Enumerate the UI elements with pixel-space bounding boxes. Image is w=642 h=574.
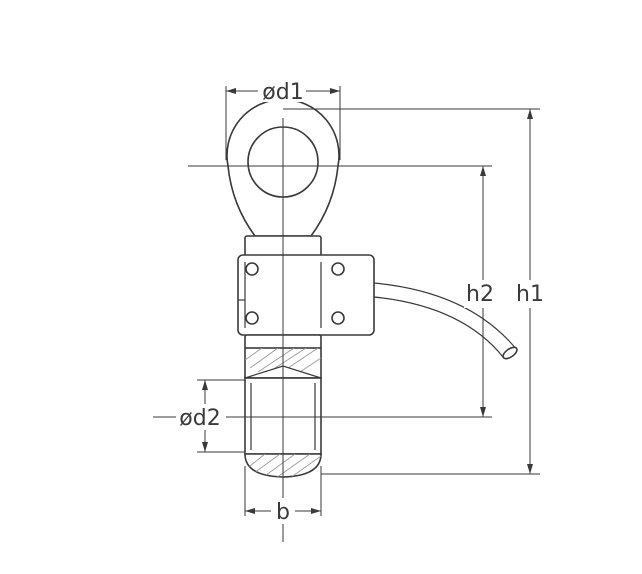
label-d1: ød1 <box>262 80 303 105</box>
label-d2: ød2 <box>179 406 220 431</box>
label-h2: h2 <box>466 282 494 307</box>
dimension-h2: h2 <box>188 165 500 418</box>
screw-bottom-left <box>245 311 259 325</box>
sensor-body <box>237 254 375 336</box>
screw-top-right <box>331 262 345 276</box>
dimension-d2: ød2 <box>153 379 321 453</box>
dimension-h1: h1 <box>283 108 546 475</box>
screw-bottom-right <box>331 311 345 325</box>
label-b: b <box>276 500 290 525</box>
screw-top-left <box>245 262 259 276</box>
cable <box>373 282 518 360</box>
dimension-b: b <box>244 466 322 525</box>
dimension-d1: ød1 <box>225 78 341 160</box>
label-h1: h1 <box>516 282 544 307</box>
